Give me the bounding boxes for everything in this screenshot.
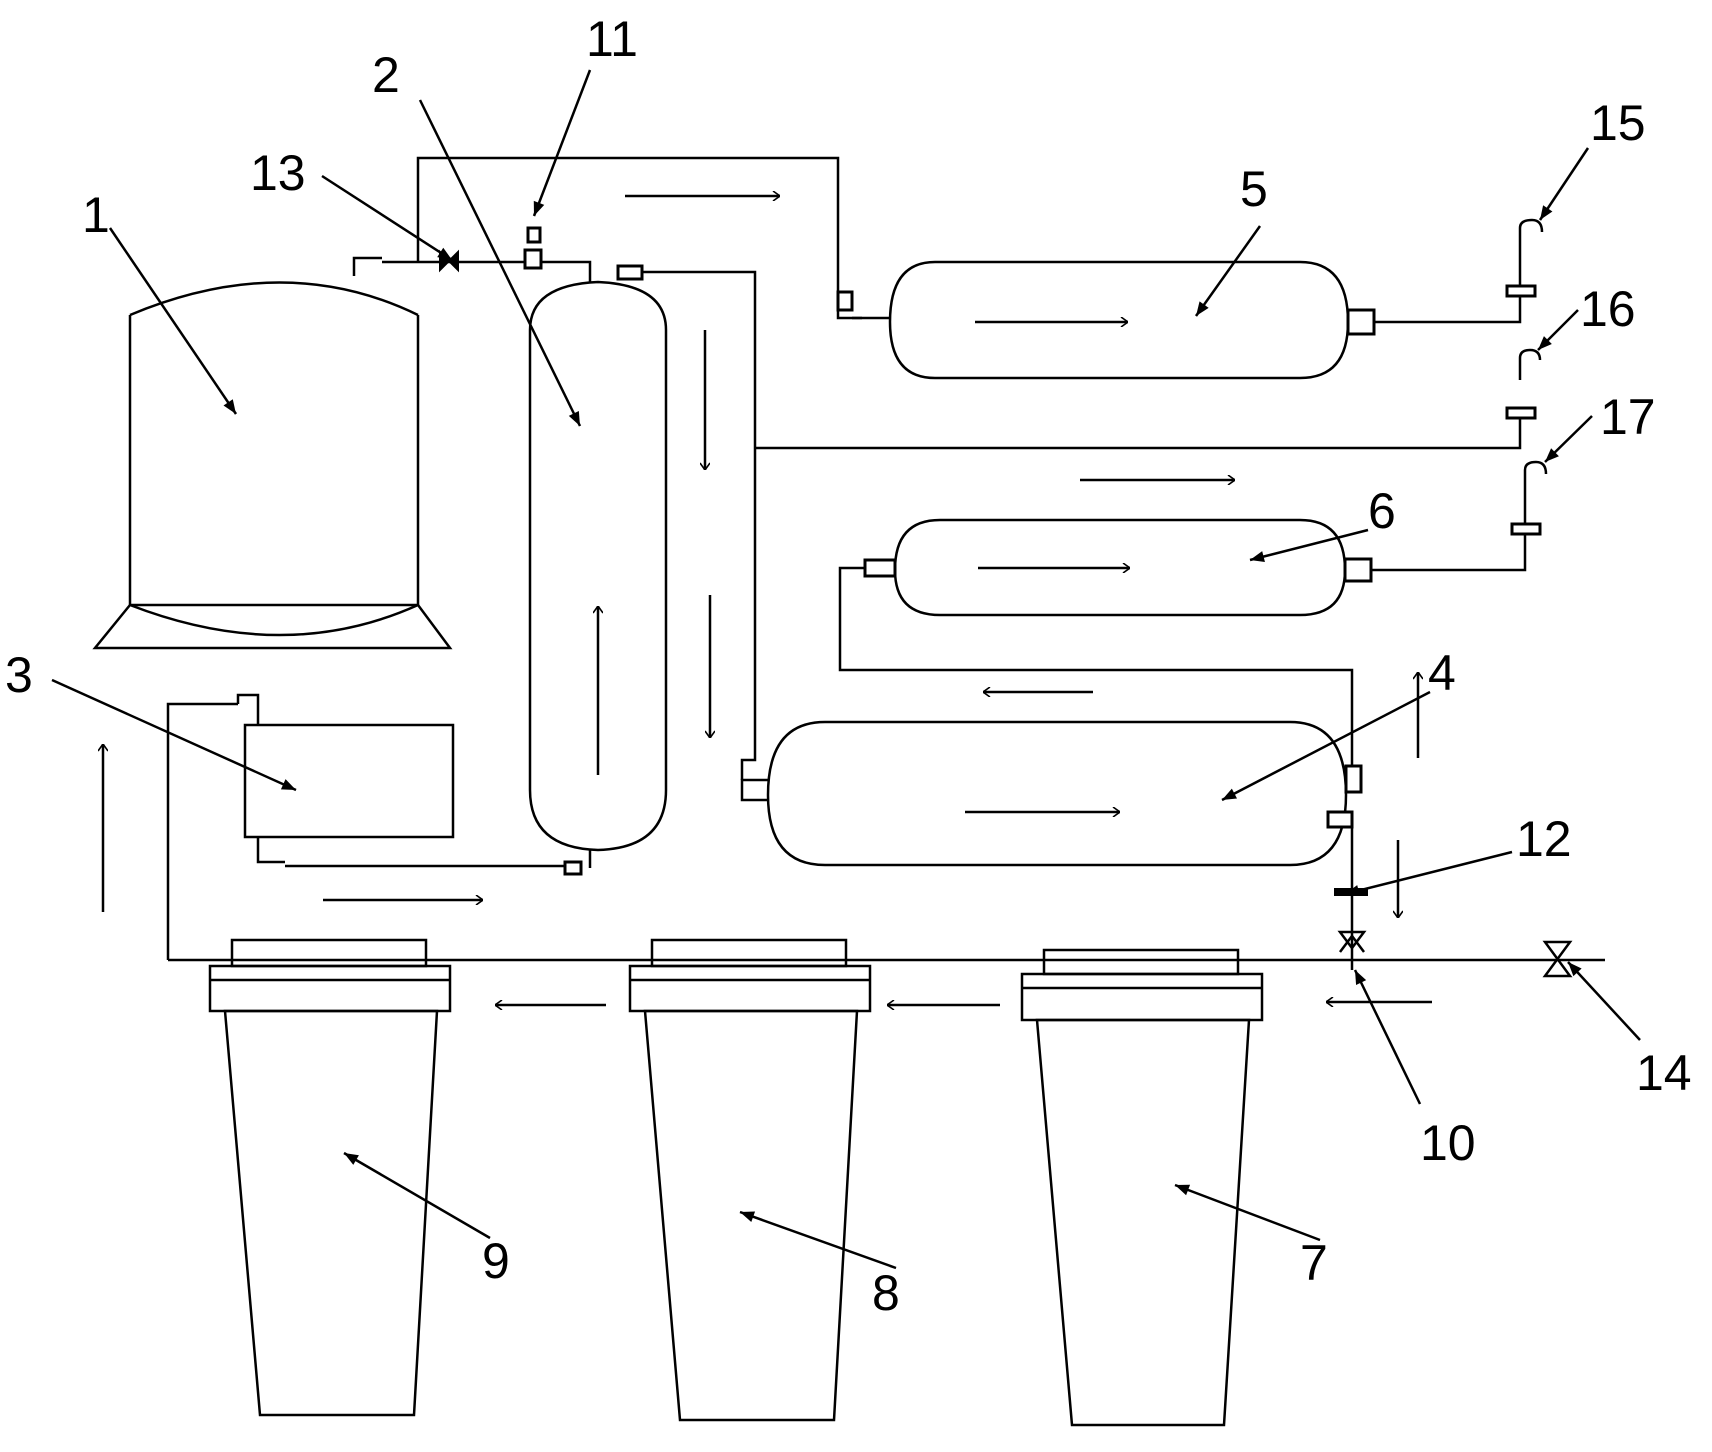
label-16: 16	[1580, 281, 1636, 337]
label-12: 12	[1516, 811, 1572, 867]
membrane-housing-4	[740, 720, 1363, 867]
filter-housing-5	[888, 260, 1376, 380]
pressure-vessel-2	[528, 260, 668, 876]
component-labels: 1 2 3 4 5 6 7 8 9 10 11 12 13 14 15 16 1…	[5, 11, 1692, 1321]
valve-11	[523, 226, 543, 270]
label-1: 1	[82, 187, 110, 243]
label-11: 11	[586, 11, 638, 67]
label-15: 15	[1590, 95, 1646, 151]
label-10: 10	[1420, 1115, 1476, 1171]
tap-16	[1505, 348, 1542, 420]
label-8: 8	[872, 1265, 900, 1321]
label-3: 3	[5, 647, 33, 703]
valve-14	[1542, 940, 1573, 978]
label-5: 5	[1240, 161, 1268, 217]
filter-housing-6	[863, 518, 1373, 617]
cartridge-filter-8	[628, 938, 872, 1422]
label-7: 7	[1300, 1235, 1328, 1291]
tap-17	[1510, 460, 1548, 536]
label-4: 4	[1428, 645, 1456, 701]
label-13: 13	[250, 145, 306, 201]
leader-lines	[51, 69, 1641, 1270]
label-9: 9	[482, 1233, 510, 1289]
label-2: 2	[372, 47, 400, 103]
valve-10	[1337, 930, 1367, 953]
cartridge-filter-7	[1020, 948, 1264, 1427]
label-6: 6	[1368, 483, 1396, 539]
storage-tank-1	[92, 256, 453, 650]
cartridge-filter-9	[208, 938, 452, 1417]
flow-arrows	[103, 196, 1432, 1005]
tap-15	[1505, 218, 1544, 298]
label-14: 14	[1636, 1045, 1692, 1101]
piping	[166, 156, 1605, 970]
label-17: 17	[1600, 389, 1656, 445]
booster-pump-3	[236, 693, 455, 864]
